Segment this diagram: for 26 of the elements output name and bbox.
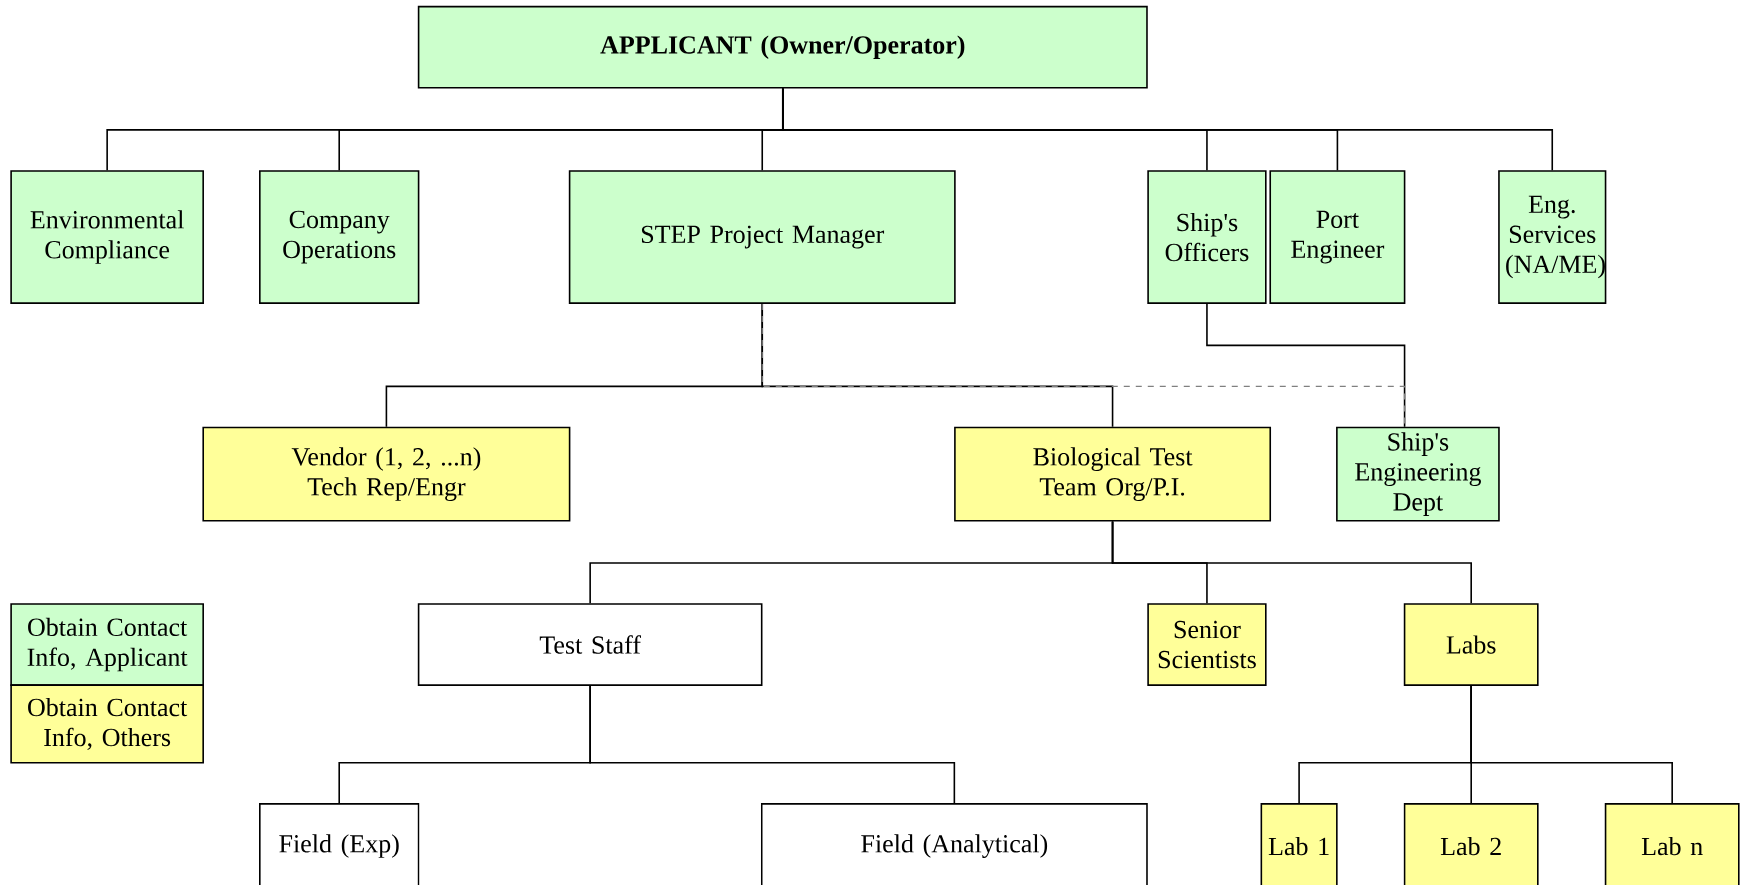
- org-box: Ship's Engineering Dept: [1336, 426, 1500, 522]
- legend-entry: Obtain Contact Info, Applicant: [10, 603, 204, 686]
- org-box: Eng. Services (NA/ME): [1498, 170, 1607, 304]
- org-box: Lab 2: [1403, 803, 1539, 885]
- org-box: Company Operations: [259, 170, 420, 304]
- org-box: Ship's Officers: [1147, 170, 1267, 304]
- connector-line: [761, 303, 1114, 428]
- org-box: APPLICANT (Owner/Operator): [417, 5, 1148, 89]
- org-box: Test Staff: [417, 603, 763, 686]
- legend-entry: Obtain Contact Info, Others: [10, 684, 204, 764]
- org-box: Biological Test Team Org/P.I.: [954, 426, 1272, 522]
- connector-line: [1470, 685, 1673, 804]
- org-box: Lab 1: [1260, 803, 1338, 885]
- org-box: Port Engineer: [1269, 170, 1406, 304]
- org-box: Lab n: [1604, 803, 1740, 885]
- connector-line: [1111, 520, 1472, 604]
- org-box: Senior Scientists: [1147, 603, 1267, 686]
- org-box: Environmental Compliance: [10, 170, 204, 304]
- org-box: Field (Analytical): [760, 803, 1148, 885]
- org-box: STEP Project Manager: [568, 170, 956, 304]
- org-box: Field (Exp): [259, 803, 420, 885]
- connector-line: [589, 685, 956, 804]
- connector-line: [782, 87, 1554, 171]
- connector-line: [1206, 303, 1406, 428]
- org-box: Vendor (1, 2, ...n) Tech Rep/Engr: [202, 426, 571, 522]
- org-box: Labs: [1403, 603, 1539, 686]
